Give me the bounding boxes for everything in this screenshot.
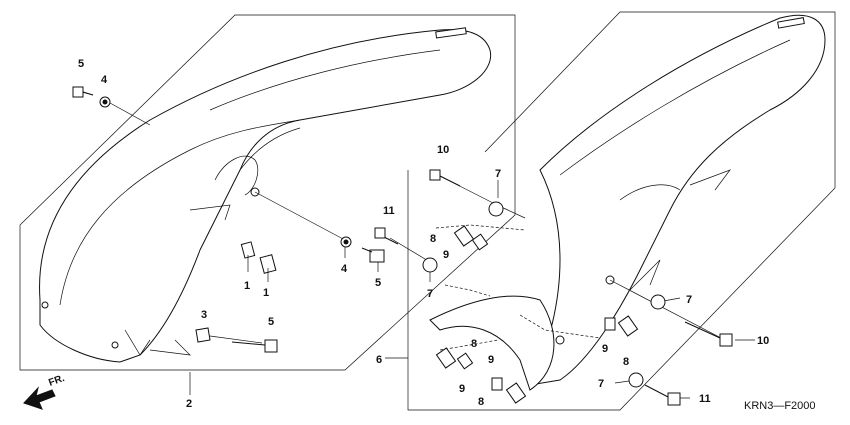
part-number-label: 1	[263, 287, 269, 299]
part-number-label: 3	[201, 309, 207, 321]
part-number-label: 7	[495, 168, 501, 180]
part-number-label: 8	[478, 396, 484, 408]
front-indicator-label: FR.	[47, 373, 66, 389]
part-number-label: 7	[598, 378, 604, 390]
right-rear-fender	[429, 14, 826, 391]
part-number-label: 5	[78, 58, 84, 70]
part-number-label: 1	[244, 280, 250, 292]
left-assembly-frame	[19, 14, 516, 371]
part-number-label: 11	[383, 205, 395, 217]
part-number-label: 6	[376, 354, 382, 366]
part-number-label: 9	[459, 383, 465, 395]
part-number-label: 4	[101, 74, 108, 86]
part-number-label: 9	[602, 343, 608, 355]
part-number-label: 7	[686, 294, 692, 306]
left-rear-fender	[39, 27, 492, 363]
part-callouts: 5 4 1 1 3 5 2 4 5 11 10 7 8 9 7 6 8 9 9 …	[78, 58, 769, 410]
part-number-label: 2	[186, 398, 192, 410]
part-number-label: 8	[430, 233, 436, 245]
part-number-label: 5	[268, 316, 274, 328]
part-number-label: 9	[488, 354, 494, 366]
part-number-label: 7	[427, 288, 433, 300]
right-assembly-frame	[407, 11, 836, 411]
part-number-label: 10	[437, 144, 449, 156]
part-number-label: 5	[375, 277, 381, 289]
part-number-label: 10	[757, 335, 769, 347]
part-number-label: 9	[443, 249, 449, 261]
part-number-label: 4	[341, 263, 348, 275]
front-direction-arrow: FR.	[23, 373, 66, 410]
part-number-label: 11	[699, 393, 711, 405]
part-number-label: 8	[471, 338, 477, 350]
part-number-label: 8	[623, 356, 629, 368]
fasteners	[72, 86, 733, 406]
diagram-reference-code: KRN3—F2000	[744, 400, 816, 412]
